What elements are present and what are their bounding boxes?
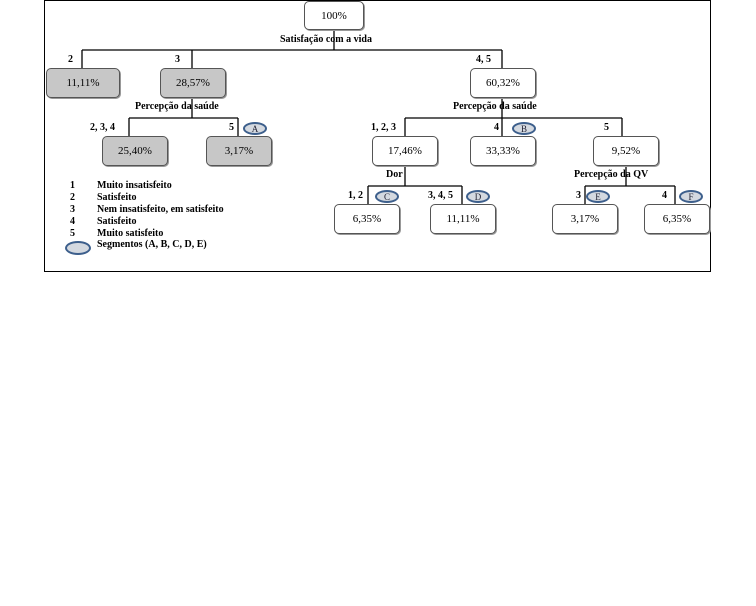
split-label-dor: Dor <box>386 169 403 180</box>
legend: 1 Muito insatisfeito 2 Satisfeito 3 Nem … <box>65 180 290 260</box>
node-value: 3,17% <box>224 145 254 157</box>
segment-marker-c: C <box>375 190 399 203</box>
split-label-percepcao-saude-left: Percepção da saúde <box>135 101 219 112</box>
legend-number: 3 <box>70 204 75 215</box>
legend-text: Nem insatisfeito, em satisfeito <box>97 204 224 215</box>
legend-number: 4 <box>70 216 75 227</box>
node-value: 33,33% <box>486 145 520 157</box>
split-label-percepcao-qv: Percepção da QV <box>574 169 649 180</box>
node-value: 11,11% <box>66 77 100 89</box>
branch-key-3-4-5-dor: 3, 4, 5 <box>428 190 453 201</box>
legend-text: Satisfeito <box>97 216 137 227</box>
node-left-2-3-4: 25,40% <box>102 136 168 166</box>
node-value: 17,46% <box>388 145 422 157</box>
branch-key-3: 3 <box>175 54 180 65</box>
branch-key-4-right: 4 <box>494 122 499 133</box>
diagram-frame <box>44 0 711 272</box>
node-value: 6,35% <box>662 213 692 225</box>
node-value: 11,11% <box>446 213 480 225</box>
node-qv-3: 3,17% <box>552 204 618 234</box>
segment-marker-d: D <box>466 190 490 203</box>
segment-marker-a: A <box>243 122 267 135</box>
segment-legend-icon <box>65 241 91 255</box>
node-dor-1-2: 6,35% <box>334 204 400 234</box>
node-value: 25,40% <box>118 145 152 157</box>
branch-key-2: 2 <box>68 54 73 65</box>
node-value: 28,57% <box>176 77 210 89</box>
root-node: 100% <box>304 1 364 30</box>
node-level1-4-5: 60,32% <box>470 68 536 98</box>
node-right-5: 9,52% <box>593 136 659 166</box>
legend-text: Muito insatisfeito <box>97 180 172 191</box>
node-value: 60,32% <box>486 77 520 89</box>
segment-letter: E <box>595 191 601 202</box>
branch-key-2-3-4: 2, 3, 4 <box>90 122 115 133</box>
node-right-4: 33,33% <box>470 136 536 166</box>
segment-letter: C <box>383 191 390 202</box>
branch-key-4-qv: 4 <box>662 190 667 201</box>
segment-letter: B <box>520 123 527 134</box>
node-right-1-2-3: 17,46% <box>372 136 438 166</box>
node-dor-3-4-5: 11,11% <box>430 204 496 234</box>
segment-letter: A <box>251 123 259 134</box>
branch-key-3-qv: 3 <box>576 190 581 201</box>
legend-number: 5 <box>70 228 75 239</box>
branch-key-4-5: 4, 5 <box>476 54 491 65</box>
node-value: 6,35% <box>352 213 382 225</box>
branch-key-5-left: 5 <box>229 122 234 133</box>
segment-marker-f: F <box>679 190 703 203</box>
node-left-5: 3,17% <box>206 136 272 166</box>
segment-letter: D <box>474 191 482 202</box>
root-value: 100% <box>321 9 347 22</box>
node-value: 9,52% <box>611 145 641 157</box>
node-level1-2: 11,11% <box>46 68 120 98</box>
split-label-percepcao-saude-right: Percepção da saúde <box>453 101 537 112</box>
legend-text: Muito satisfeito <box>97 228 164 239</box>
legend-text: Segmentos (A, B, C, D, E) <box>97 239 207 250</box>
branch-key-5-right: 5 <box>604 122 609 133</box>
node-qv-4: 6,35% <box>644 204 710 234</box>
branch-key-1-2-dor: 1, 2 <box>348 190 363 201</box>
legend-number: 1 <box>70 180 75 191</box>
legend-number: 2 <box>70 192 75 203</box>
legend-text: Satisfeito <box>97 192 137 203</box>
segment-marker-b: B <box>512 122 536 135</box>
split-label-satisfacao-vida: Satisfação com a vida <box>280 34 372 45</box>
segment-letter: F <box>688 191 694 202</box>
branch-key-1-2-3: 1, 2, 3 <box>371 122 396 133</box>
node-level1-3: 28,57% <box>160 68 226 98</box>
segment-marker-e: E <box>586 190 610 203</box>
node-value: 3,17% <box>570 213 600 225</box>
